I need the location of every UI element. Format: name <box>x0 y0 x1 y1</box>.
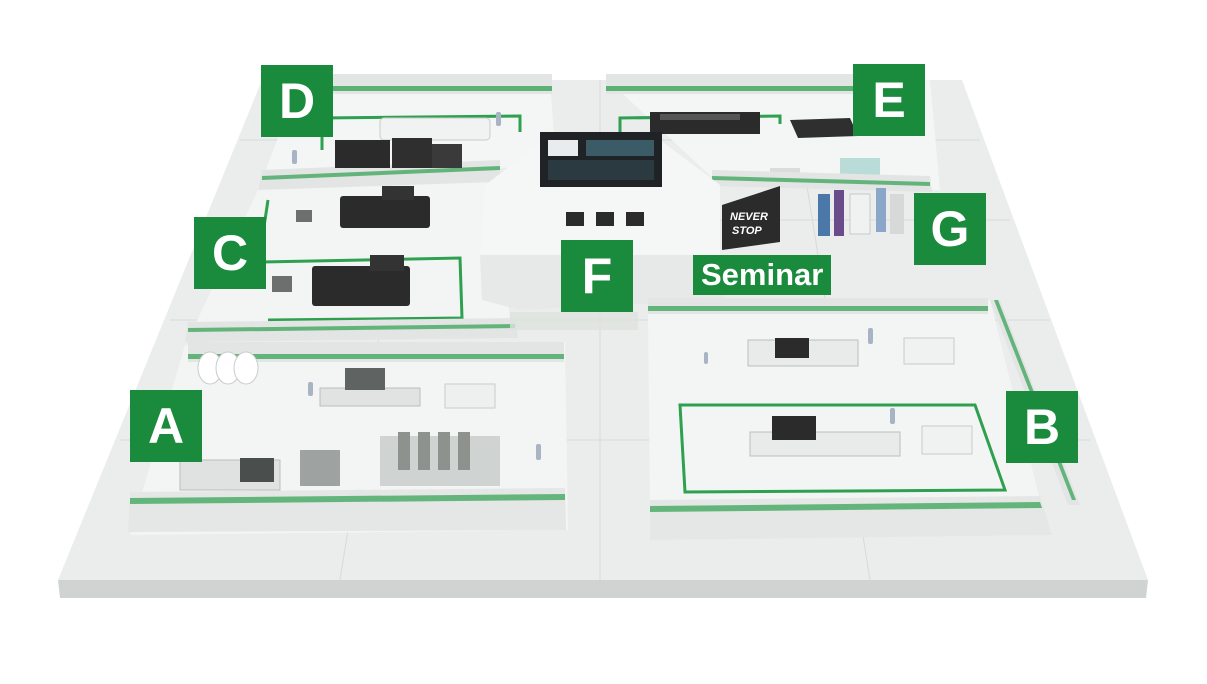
zone-c-area <box>185 182 518 342</box>
sign-line2: STOP <box>732 225 762 237</box>
zone-a-area <box>128 342 568 535</box>
zone-f-label[interactable]: F <box>561 240 633 312</box>
never-stop-sign: NEVER STOP <box>722 186 780 250</box>
zone-c-label[interactable]: C <box>194 217 266 289</box>
zone-g-label[interactable]: G <box>914 193 986 265</box>
zone-g-banners <box>818 188 904 236</box>
visitor-figures <box>292 112 895 460</box>
sign-line1: NEVER <box>730 211 768 223</box>
seminar-label[interactable]: Seminar <box>693 255 832 295</box>
zone-e-label[interactable]: E <box>853 64 925 136</box>
press-machine <box>335 140 390 168</box>
zone-b-label[interactable]: B <box>1006 391 1078 463</box>
zone-a-label[interactable]: A <box>130 390 202 462</box>
floor-edge <box>58 580 1148 598</box>
zone-d-label[interactable]: D <box>261 65 333 137</box>
